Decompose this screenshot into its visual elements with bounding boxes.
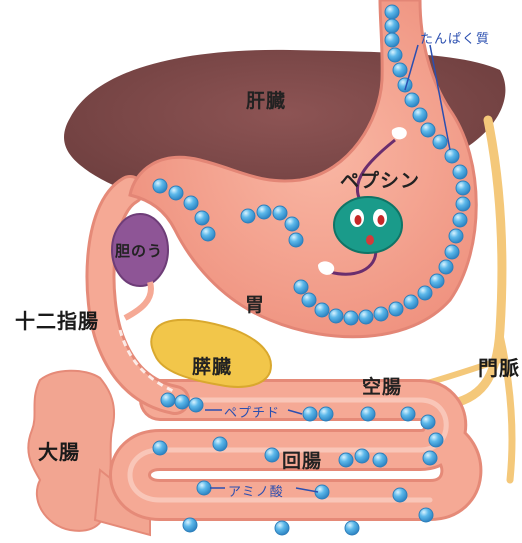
gallbladder-label: 胆のう [115,240,163,261]
amino-acid-label: アミノ酸 [228,481,284,500]
large-intestine-label: 大腸 [38,436,80,465]
duodenum-label: 十二指腸 [15,305,99,334]
pepsin-label: ペプシン [340,166,420,193]
stomach-label: 胃 [245,290,265,317]
peptide-label: ペプチド [224,402,280,421]
pancreas-label: 膵臓 [192,352,232,379]
portal-vein-label: 門脈 [478,352,520,381]
jejunum-label: 空腸 [362,372,402,399]
ileum-label: 回腸 [282,446,322,473]
liver-label: 肝臓 [246,86,286,113]
protein-label: たんぱく質 [420,28,490,47]
